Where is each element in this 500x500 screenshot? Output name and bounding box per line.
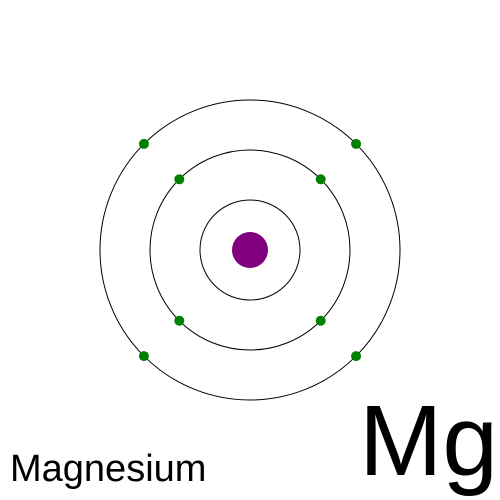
electron-shell-3 — [138, 351, 149, 362]
electron-shell-3 — [351, 138, 362, 149]
electron-shell-2 — [174, 174, 185, 185]
electron-shell-3 — [138, 138, 149, 149]
element-symbol: Mg — [359, 385, 498, 497]
electron-shell-3 — [351, 351, 362, 362]
orbit-shell-2 — [149, 149, 351, 351]
nucleus — [232, 232, 268, 268]
electrons-group — [138, 138, 362, 362]
orbit-shell-1 — [199, 199, 301, 301]
electron-shell-2 — [315, 174, 326, 185]
element-name: Magnesium — [10, 448, 207, 490]
electron-shell-2 — [174, 315, 185, 326]
electron-shell-2 — [315, 315, 326, 326]
orbit-shell-3 — [99, 99, 401, 401]
